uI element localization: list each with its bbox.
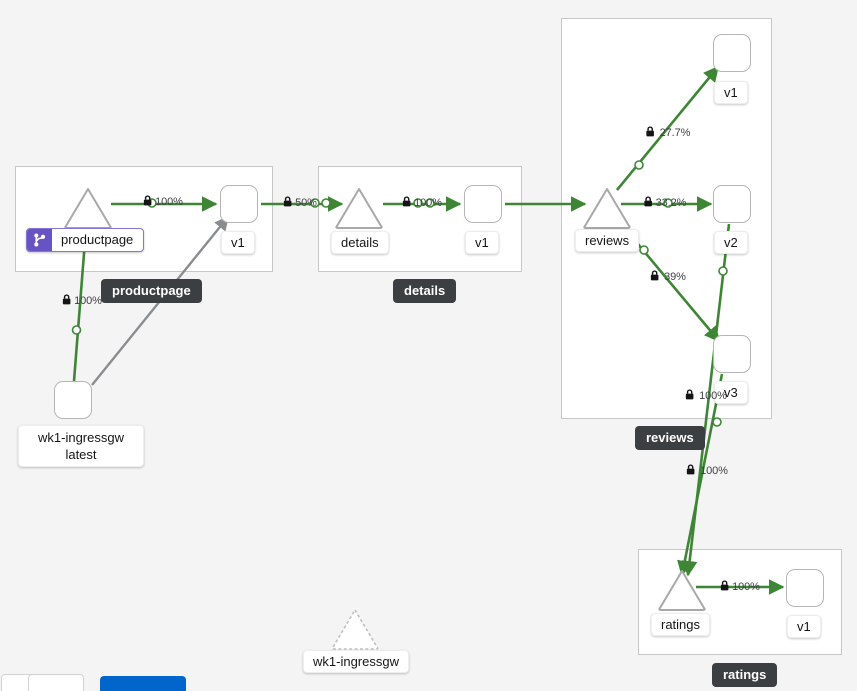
edge-label-productpage-to-v1: 100% [143, 195, 183, 209]
lock-icon [685, 389, 694, 403]
chip-productpage-service-label: productpage [61, 232, 134, 247]
chip-reviews-v2-label: v2 [724, 235, 738, 250]
chip-ratings-service-label: ratings [661, 617, 701, 632]
chip-productpage-v1-label: v1 [231, 235, 245, 250]
node-productpage-service[interactable] [62, 186, 114, 230]
edge-label-details-to-v1: 100% [402, 196, 442, 210]
chip-reviews-v3-label: v3 [724, 385, 738, 400]
lock-icon [283, 196, 292, 210]
chip-ingressgw-service-idle-label: wk1-ingressgw [313, 654, 399, 669]
edge-label-productpage-to-v1-value: 100% [155, 196, 183, 208]
chip-reviews-v3[interactable]: v3 [714, 381, 748, 404]
edge-label-reviews-to-v2-value: 33.2% [655, 197, 687, 209]
chip-ingressgw-workload[interactable]: wk1-ingressgw latest [18, 425, 144, 467]
edge-label-reviews-to-v3-value: 39% [664, 271, 686, 283]
node-ingressgw-workload[interactable] [54, 381, 92, 419]
chip-ratings-v1-label: v1 [797, 619, 811, 634]
chip-details-v1[interactable]: v1 [465, 231, 499, 254]
chip-reviews-service[interactable]: reviews [575, 229, 640, 252]
tooltip-app-details: details [393, 279, 457, 303]
node-reviews-v2[interactable] [713, 185, 751, 223]
node-ingressgw-service-idle[interactable] [329, 607, 381, 651]
node-details-service[interactable] [333, 186, 385, 230]
node-ratings-v1[interactable] [786, 569, 824, 607]
node-details-v1[interactable] [464, 185, 502, 223]
chip-reviews-v2[interactable]: v2 [714, 231, 748, 254]
edge-label-reviews-v2-to-ratings-value: 100% [700, 465, 728, 477]
node-reviews-v1[interactable] [713, 34, 751, 72]
node-reviews-service[interactable] [581, 186, 633, 230]
chip-ratings-service[interactable]: ratings [651, 613, 711, 636]
edge-label-reviews-to-v1: 27.7% [646, 126, 691, 140]
chip-reviews-v1-label: v1 [724, 85, 738, 100]
chip-reviews-service-label: reviews [585, 233, 630, 248]
tooltip-app-productpage-label: productpage [112, 283, 191, 298]
lock-icon [646, 126, 655, 140]
tooltip-app-ratings: ratings [712, 663, 778, 687]
edge-label-reviews-to-v3: 39% [650, 270, 686, 284]
chip-productpage-service[interactable]: productpage [26, 228, 145, 252]
code-branch-icon [27, 229, 52, 251]
edge-label-ingress-to-productpage-value: 100% [74, 295, 102, 307]
chip-ingressgw-workload-line1: wk1-ingressgw [38, 430, 124, 445]
edge-label-details-to-v1-value: 100% [414, 197, 442, 209]
tooltip-app-details-label: details [404, 283, 446, 298]
layout-button[interactable] [28, 674, 84, 691]
edge-label-ratings-to-v1: 100% [720, 580, 760, 594]
edge-label-ingress-to-productpage: 100% [62, 294, 102, 308]
edge-label-reviews-to-v1-value: 27.7% [659, 127, 691, 139]
tooltip-app-reviews-label: reviews [646, 430, 694, 445]
edge-label-productpage-v1-to-details: 50% [283, 196, 317, 210]
chip-reviews-v1[interactable]: v1 [714, 81, 748, 104]
lock-icon [402, 196, 411, 210]
chip-productpage-v1[interactable]: v1 [221, 231, 255, 254]
node-ratings-service[interactable] [656, 568, 708, 612]
lock-icon [650, 270, 659, 284]
lock-icon [686, 464, 695, 478]
tooltip-app-productpage: productpage [101, 279, 202, 303]
edge-label-reviews-v3-to-ratings: 100% [685, 389, 727, 403]
edge-ratings-to-ratings-v1 [696, 579, 785, 595]
node-reviews-v3[interactable] [713, 335, 751, 373]
edge-label-ratings-to-v1-value: 100% [732, 581, 760, 593]
node-productpage-v1[interactable] [220, 185, 258, 223]
primary-action-button[interactable] [100, 676, 186, 691]
edge-label-reviews-v2-to-ratings: 100% [686, 464, 728, 478]
tooltip-app-ratings-label: ratings [723, 667, 767, 682]
chip-details-v1-label: v1 [475, 235, 489, 250]
lock-icon [644, 196, 653, 210]
lock-icon [720, 580, 729, 594]
lock-icon [143, 195, 152, 209]
edge-label-reviews-v3-to-ratings-value: 100% [699, 390, 727, 402]
chip-ratings-v1[interactable]: v1 [787, 615, 821, 638]
chip-details-service-label: details [341, 235, 379, 250]
chip-details-service[interactable]: details [331, 231, 389, 254]
edge-label-productpage-v1-to-details-value: 50% [295, 197, 317, 209]
edge-label-reviews-to-v2: 33.2% [644, 196, 687, 210]
lock-icon [62, 294, 71, 308]
chip-ingressgw-service-idle[interactable]: wk1-ingressgw [303, 650, 409, 673]
chip-ingressgw-workload-line2: latest [65, 447, 97, 462]
tooltip-app-reviews: reviews [635, 426, 705, 450]
